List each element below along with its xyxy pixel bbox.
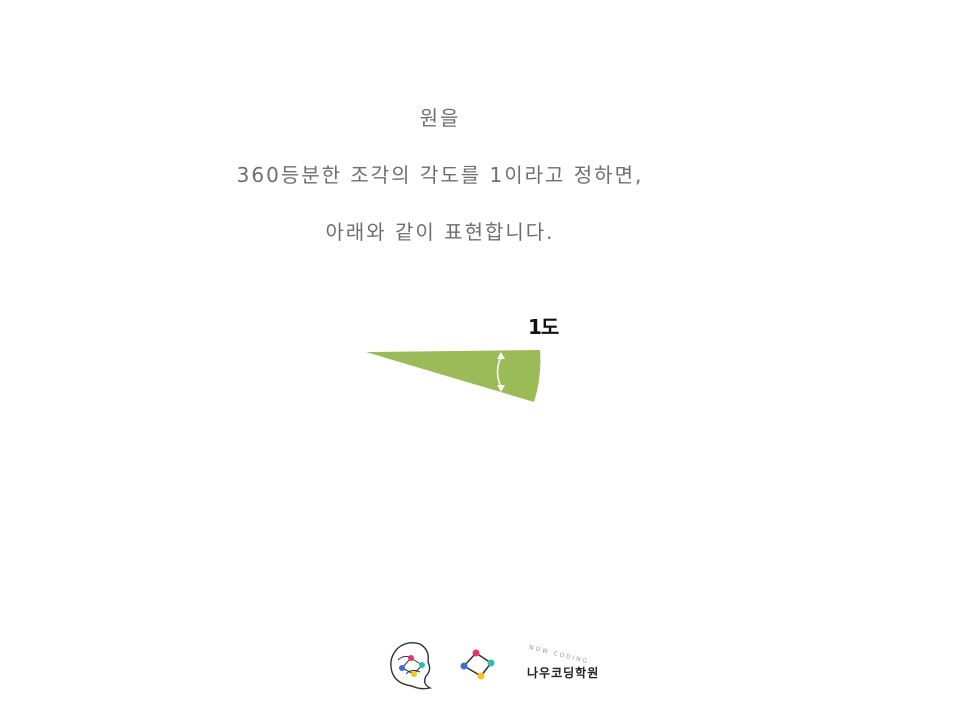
logo-area: NOW CODING 나우코딩학원: [386, 636, 606, 696]
brand-subtitle: NOW CODING: [528, 644, 590, 666]
brand-name: 나우코딩학원: [527, 666, 600, 680]
arc-arrow-head-bottom: [497, 385, 505, 392]
intro-line-2: 360등분한 조각의 각도를 1이라고 정하면,: [236, 163, 644, 187]
arc-arrow-head-top: [497, 352, 505, 359]
arc-arrow: [496, 356, 502, 388]
degree-label: 1도: [528, 315, 559, 339]
intro-line-3: 아래와 같이 표현합니다.: [325, 220, 555, 244]
intro-line-1: 원을: [419, 106, 461, 130]
network-logo-icon: [460, 649, 495, 680]
logo-icons: [390, 641, 495, 690]
wedge-shape: [366, 350, 541, 402]
brain-mascot-icon: [390, 641, 433, 690]
